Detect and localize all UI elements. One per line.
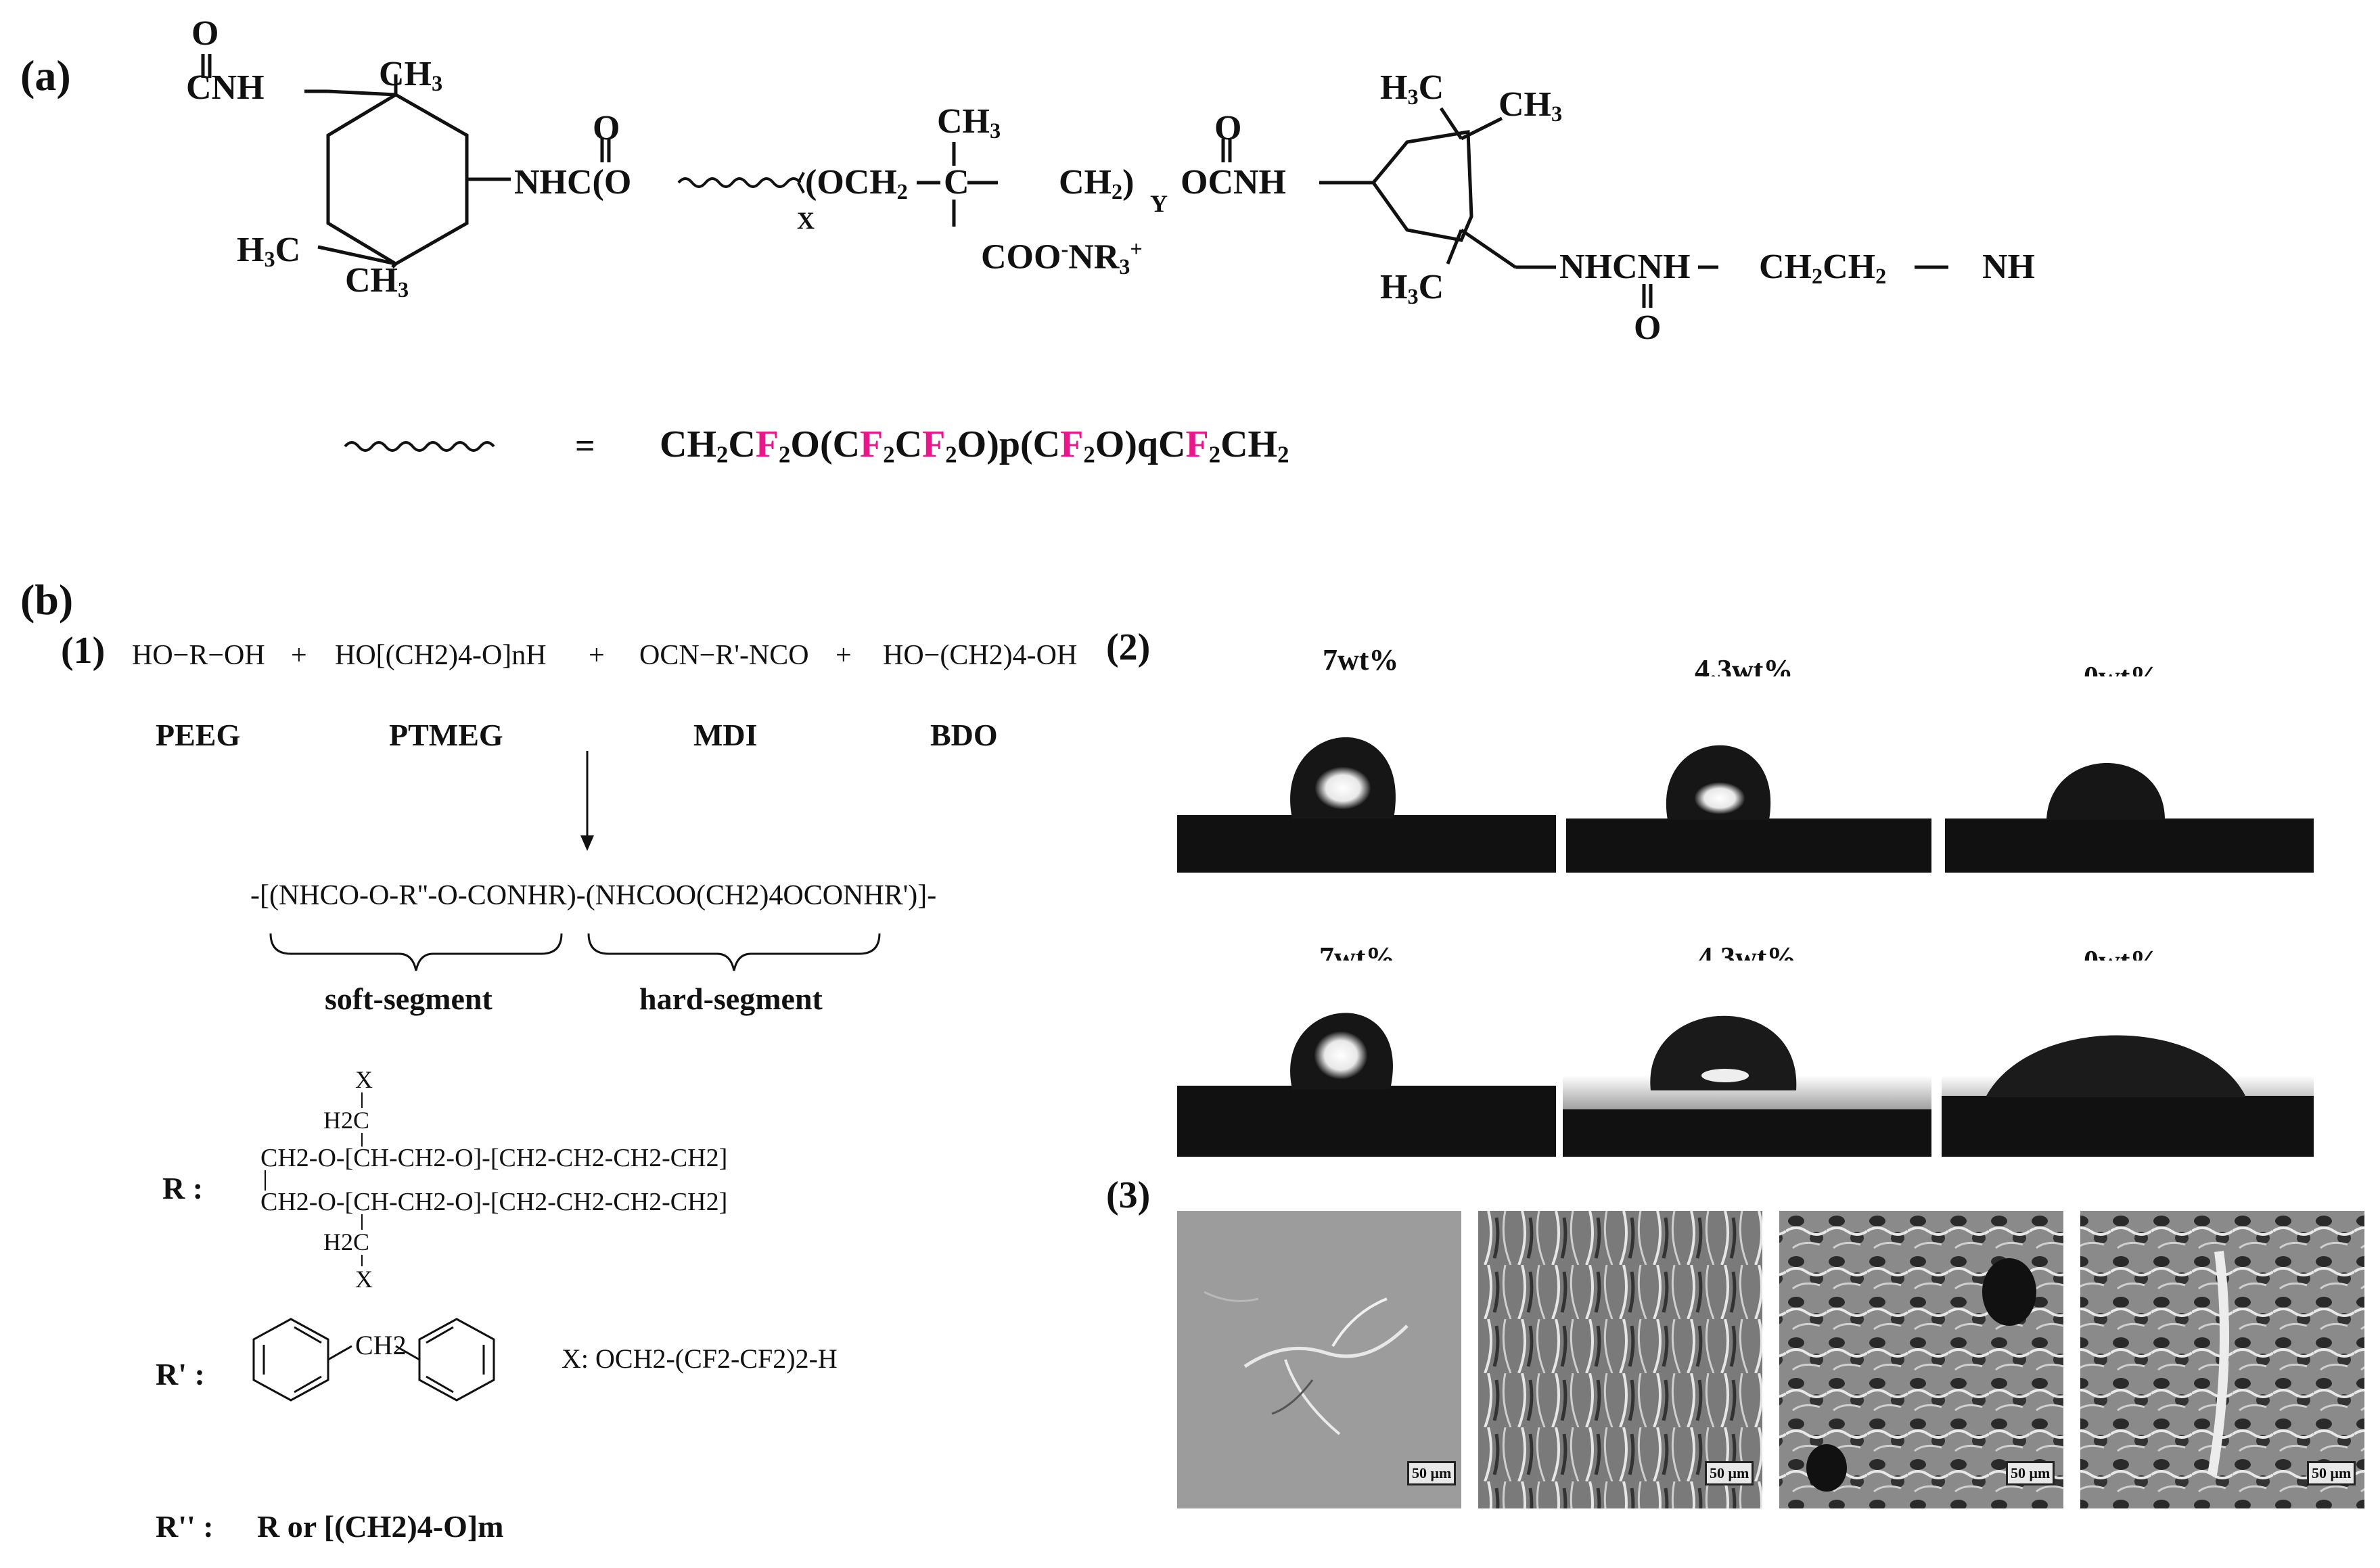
sem-image-3: [1779, 1211, 2063, 1508]
drop-photo-row1-0wt: [1945, 676, 2314, 873]
sem-scale-bar-2: 50 μm: [1705, 1461, 1754, 1485]
r-dprime-label: R'' :: [156, 1509, 214, 1544]
sem-scale-bar-1: 50 μm: [1407, 1461, 1457, 1485]
r-line2: CH2-O-[CH-CH2-O]-[CH2-CH2-CH2-CH2]: [260, 1188, 728, 1216]
drop-photo-row2-4-3wt: [1563, 961, 1931, 1157]
nhc-o-top: O: [593, 109, 620, 147]
c-mid: C: [944, 163, 969, 202]
pfpe-formula: CH2CF2O(CF2CF2O)p(CF2O)qCF2CH2: [660, 423, 1289, 468]
hard-segment-label: hard-segment: [639, 982, 823, 1016]
plus-2: +: [589, 640, 605, 671]
ch3-top-right: CH3: [1498, 85, 1563, 126]
plus-3: +: [836, 640, 852, 671]
r-x-top: X: [355, 1066, 373, 1093]
cnh-left: CNH: [186, 68, 265, 107]
reagent-bdo-name: BDO: [930, 718, 998, 752]
ocnh: OCNH: [1181, 163, 1286, 202]
r-bonds: [265, 1092, 363, 1266]
carbonyl-o-left: O: [191, 14, 219, 53]
scheme-arrow-braces: [269, 751, 881, 971]
scheme-label: (1): [61, 630, 106, 672]
ethylene: CH2CH2: [1759, 248, 1887, 289]
reagent-peeg-name: PEEG: [156, 718, 241, 752]
r-dprime-def: R or [(CH2)4-O]m: [257, 1509, 504, 1544]
benzene-rings: [252, 1318, 495, 1402]
ocnh-o-top: O: [1214, 109, 1242, 147]
pfpe-wave-legend: [344, 441, 495, 452]
contact-angle-label: (2): [1106, 626, 1151, 668]
pfpe-wave: [677, 177, 802, 188]
panel-b-label: (b): [20, 576, 74, 624]
ch3-bottom-left: CH3: [345, 261, 409, 302]
ch3-top-left: CH3: [379, 55, 443, 96]
nh-end: NH: [1982, 248, 2035, 286]
x-definition: X: OCH2-(CF2-CF2)2-H: [562, 1343, 838, 1374]
reagent-peeg-formula: HO−R−OH: [132, 640, 265, 671]
coo-nr3: COO-NR3+: [981, 237, 1143, 279]
r-label: R :: [162, 1171, 204, 1205]
y-subscript: Y: [1150, 190, 1168, 217]
definition-equals: =: [575, 427, 595, 465]
panel-a-label: (a): [20, 51, 71, 99]
drop-photo-row2-0wt: [1942, 961, 2314, 1157]
drop-photo-row1-4-3wt: [1566, 676, 1931, 873]
reagent-ptmeg-formula: HO[(CH2)4-O]nH: [335, 640, 547, 671]
h3c-bottom-right: H3C: [1380, 268, 1444, 309]
sem-image-4: [2080, 1211, 2364, 1508]
sem-scale-bar-3: 50 μm: [2006, 1461, 2055, 1485]
r-prime-ch2: CH2: [355, 1330, 407, 1360]
nhcnh: NHCNH: [1559, 248, 1691, 286]
sem-label: (3): [1106, 1174, 1151, 1216]
r-x-bottom: X: [355, 1266, 373, 1293]
sem-image-2: [1478, 1211, 1762, 1508]
h3c-left: H3C: [237, 231, 301, 272]
h3c-top-right: H3C: [1380, 68, 1444, 110]
r-h2c-bottom: H2C: [323, 1228, 370, 1255]
soft-segment-label: soft-segment: [325, 982, 493, 1016]
contact-angle-photos: [1177, 676, 2314, 1157]
panel-a-structure-bonds: [201, 54, 1948, 452]
row1-label-7wt: 7wt%: [1323, 643, 1399, 676]
plus-1: +: [291, 640, 307, 671]
r-h2c-top: H2C: [323, 1107, 370, 1134]
ch2-y: CH2): [1059, 163, 1135, 204]
sem-image-1: [1177, 1211, 1461, 1508]
drop-photo-row2-7wt: [1177, 961, 1556, 1157]
r-line1: CH2-O-[CH-CH2-O]-[CH2-CH2-CH2-CH2]: [260, 1144, 728, 1172]
reagent-mdi-name: MDI: [693, 718, 758, 752]
och2: (OCH2: [805, 163, 908, 204]
sem-scale-bar-4: 50 μm: [2307, 1461, 2356, 1485]
drop-photo-row1-7wt: [1177, 676, 1556, 873]
sem-images: [1177, 1211, 2364, 1508]
reagent-bdo-formula: HO−(CH2)4-OH: [883, 640, 1078, 671]
ch3-mid: CH3: [937, 102, 1001, 143]
reagent-ptmeg-name: PTMEG: [389, 718, 503, 752]
r-prime-label: R' :: [156, 1357, 205, 1391]
product-formula: -[(NHCO-O-R''-O-CONHR)-(NHCOO(CH2)4OCONH…: [250, 880, 937, 911]
x-subscript: X: [797, 207, 815, 234]
nhc-o: NHC(O: [514, 163, 632, 202]
nhcnh-o: O: [1634, 308, 1662, 347]
reagent-mdi-formula: OCN−R'-NCO: [639, 640, 809, 671]
